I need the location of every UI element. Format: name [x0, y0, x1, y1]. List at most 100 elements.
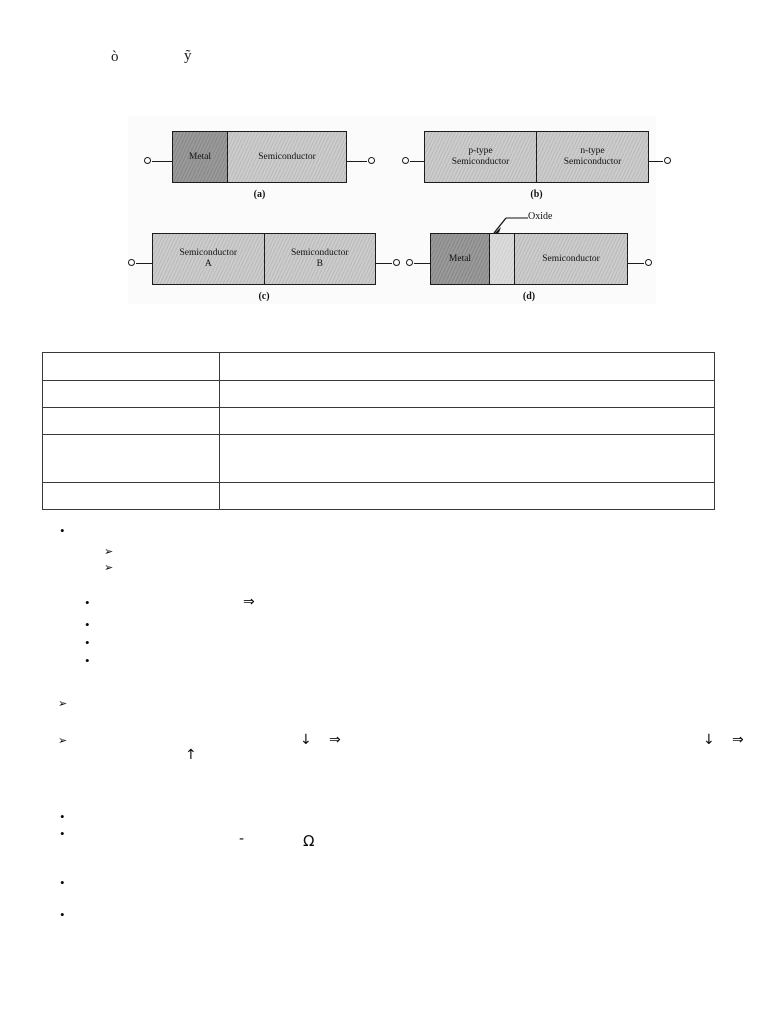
segment-label: Metal [188, 151, 212, 162]
list-item: ➢ [58, 735, 73, 746]
list-item: ➢ [58, 698, 73, 709]
figure-caption-c: (c) [258, 291, 270, 302]
spec-table [42, 352, 715, 510]
bullet-disc-icon: • [60, 809, 65, 824]
terminal-lead [136, 263, 152, 265]
up-arrow-icon: ↑ [185, 747, 197, 763]
terminal-lead [628, 263, 644, 265]
bullet-disc-icon: • [60, 875, 65, 890]
terminal-c-right [376, 259, 400, 268]
terminal-b-left [402, 157, 424, 166]
table-row [42, 434, 715, 483]
segment-label-line1: p-type [468, 146, 493, 157]
segment-label-line1: Semiconductor [290, 248, 349, 259]
segment-label-line2: A [204, 259, 212, 269]
bullet-disc-icon: • [85, 635, 90, 650]
table-cell-value [219, 434, 715, 483]
terminal-ring-icon [406, 259, 413, 266]
list-item: • [60, 876, 71, 889]
figure-caption-a: (a) [253, 189, 266, 200]
segment-semiconductor: Semiconductor [227, 132, 346, 182]
terminal-ring-icon [128, 259, 135, 266]
device-structures-figure: Metal Semiconductor (a) p-type Semicondu… [128, 116, 671, 304]
list-item: ➢ [104, 546, 119, 557]
segment-label-line1: Semiconductor [179, 248, 237, 259]
segment-oxide [489, 234, 514, 284]
terminal-d-left [406, 259, 430, 268]
terminal-lead [414, 263, 430, 265]
terminal-d-right [628, 259, 652, 268]
list-item: • [85, 618, 96, 631]
terminal-a-right [347, 157, 375, 166]
figure-caption-d: (d) [522, 291, 536, 302]
bullet-disc-icon: • [85, 595, 90, 610]
implies-arrow-icon: ⇒ [329, 732, 341, 748]
table-row [42, 407, 715, 435]
list-item: ➢ [104, 562, 119, 573]
segment-n-type: n-type Semiconductor [536, 132, 648, 182]
table-row [42, 380, 715, 408]
implies-arrow-icon: ⇒ [732, 732, 744, 748]
list-item: • [85, 654, 96, 667]
table-cell-value [219, 407, 715, 435]
stray-glyph-y-tilde: ỹ [184, 48, 192, 64]
segment-metal: Metal [173, 132, 227, 182]
segment-label-line2: B [316, 259, 323, 269]
table-cell-label [42, 407, 220, 435]
bullet-arrowhead-icon: ➢ [104, 561, 114, 574]
segment-label-line1: n-type [580, 146, 605, 157]
device-b: p-type Semiconductor n-type Semiconducto… [424, 131, 649, 183]
bullet-disc-icon: • [85, 617, 90, 632]
segment-label: Metal [448, 253, 472, 264]
segment-label: Semiconductor [542, 253, 600, 264]
terminal-lead [649, 161, 663, 163]
down-arrow-icon: ↓ [300, 732, 312, 748]
terminal-c-left [128, 259, 152, 268]
device-d: Metal Semiconductor [430, 233, 628, 285]
down-arrow-icon: ↓ [703, 732, 715, 748]
segment-semiconductor-a: Semiconductor A [153, 234, 264, 284]
table-cell-value [219, 352, 715, 381]
terminal-lead [347, 161, 367, 163]
table-cell-label [42, 482, 220, 510]
table-cell-label [42, 380, 220, 408]
oxide-leader-arrow-icon [493, 217, 528, 234]
bullet-arrowhead-icon: ➢ [104, 545, 114, 558]
segment-semiconductor-b: Semiconductor B [263, 234, 375, 284]
bullet-arrowhead-icon: ➢ [58, 697, 68, 710]
bullet-disc-icon: • [60, 907, 65, 922]
figure-caption-b: (b) [530, 189, 543, 200]
stray-glyph-o-grave: ò [111, 49, 119, 65]
list-item: • [85, 636, 96, 649]
terminal-lead [376, 263, 392, 265]
terminal-ring-icon [664, 157, 671, 164]
list-item: • [85, 596, 96, 609]
ohm-symbol: Ω [303, 832, 315, 850]
terminal-lead [152, 161, 172, 163]
segment-label: Semiconductor [258, 151, 316, 162]
implies-arrow-icon: ⇒ [243, 594, 255, 610]
terminal-ring-icon [393, 259, 400, 266]
bullet-disc-icon: • [85, 653, 90, 668]
list-item: • [60, 524, 71, 537]
segment-semiconductor: Semiconductor [514, 234, 627, 284]
segment-label-line2: Semiconductor [563, 157, 622, 167]
table-cell-label [42, 434, 220, 483]
list-item: • [60, 810, 71, 823]
terminal-ring-icon [144, 157, 151, 164]
table-cell-value [219, 380, 715, 408]
terminal-b-right [649, 157, 671, 166]
oxide-label: Oxide [528, 211, 553, 222]
bullet-disc-icon: • [60, 826, 65, 841]
terminal-ring-icon [645, 259, 652, 266]
table-cell-value [219, 482, 715, 510]
segment-metal: Metal [431, 234, 489, 284]
device-a: Metal Semiconductor [172, 131, 347, 183]
bullet-disc-icon: • [60, 523, 65, 538]
table-row [42, 352, 715, 381]
segment-label-line2: Semiconductor [451, 157, 510, 167]
segment-p-type: p-type Semiconductor [425, 132, 536, 182]
bullet-arrowhead-icon: ➢ [58, 734, 68, 747]
terminal-ring-icon [402, 157, 409, 164]
